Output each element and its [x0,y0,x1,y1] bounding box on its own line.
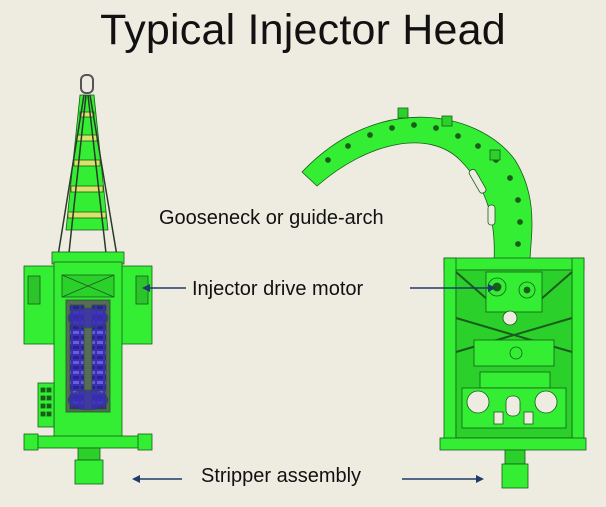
front-view-injector [23,74,153,485]
gooseneck-label: Gooseneck or guide-arch [159,207,384,229]
stripper-callout-right-arrow [402,475,484,483]
page-title: Typical Injector Head [100,6,506,54]
motor-callout-left-line [142,284,186,292]
stripper-label: Stripper assembly [201,465,362,487]
side-view-injector [301,107,587,489]
drive-motor-label: Injector drive motor [192,278,364,300]
stripper-callout-left-arrow [132,475,182,483]
motor-callout-right-line [410,284,496,292]
